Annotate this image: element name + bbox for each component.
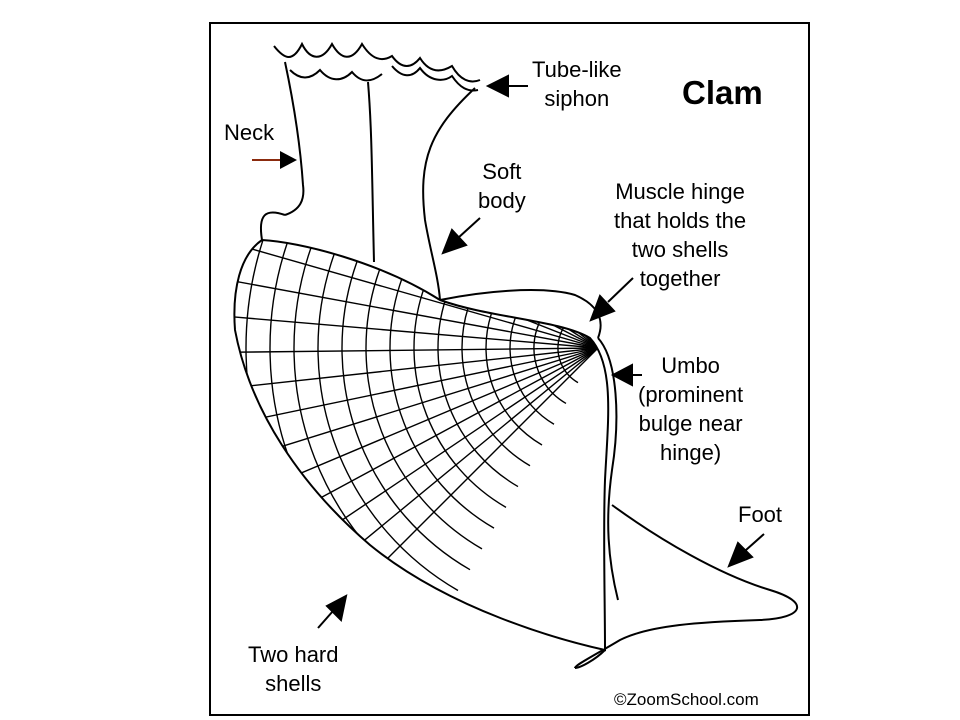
neck-label: Neck: [224, 120, 275, 145]
shell-rib-line: [234, 347, 599, 354]
shell-rib-line: [234, 271, 599, 349]
shell-growth-ring: [317, 240, 609, 592]
neck-arrow: [252, 151, 297, 169]
shell-growth-ring: [365, 240, 609, 550]
soft-body-outline: [260, 211, 619, 601]
siphon-arrow: [485, 74, 528, 98]
diagram-title: Clam: [682, 74, 763, 111]
copyright-credit: ©ZoomSchool.com: [614, 690, 759, 709]
shell-rib-line: [234, 311, 599, 349]
shell-rib-line: [542, 240, 599, 349]
shell-growth-ring: [389, 240, 609, 529]
foot-outline: [574, 504, 799, 669]
umbo-arrow: [610, 363, 642, 387]
shell-growth-ring: [293, 240, 609, 612]
foot-label: Foot: [738, 502, 783, 527]
shell-growth-ring: [341, 240, 609, 571]
shell-rib-line: [582, 240, 599, 349]
foot-arrow: [727, 533, 765, 568]
soft-body-arrow: [441, 217, 481, 255]
muscle-hinge-arrow: [589, 277, 634, 322]
shell-rib-line: [234, 240, 599, 349]
pointer-arrows: [252, 74, 765, 629]
shells-arrow: [317, 594, 348, 629]
shell-growth-ring: [413, 240, 609, 508]
siphon-outline: [273, 41, 481, 301]
